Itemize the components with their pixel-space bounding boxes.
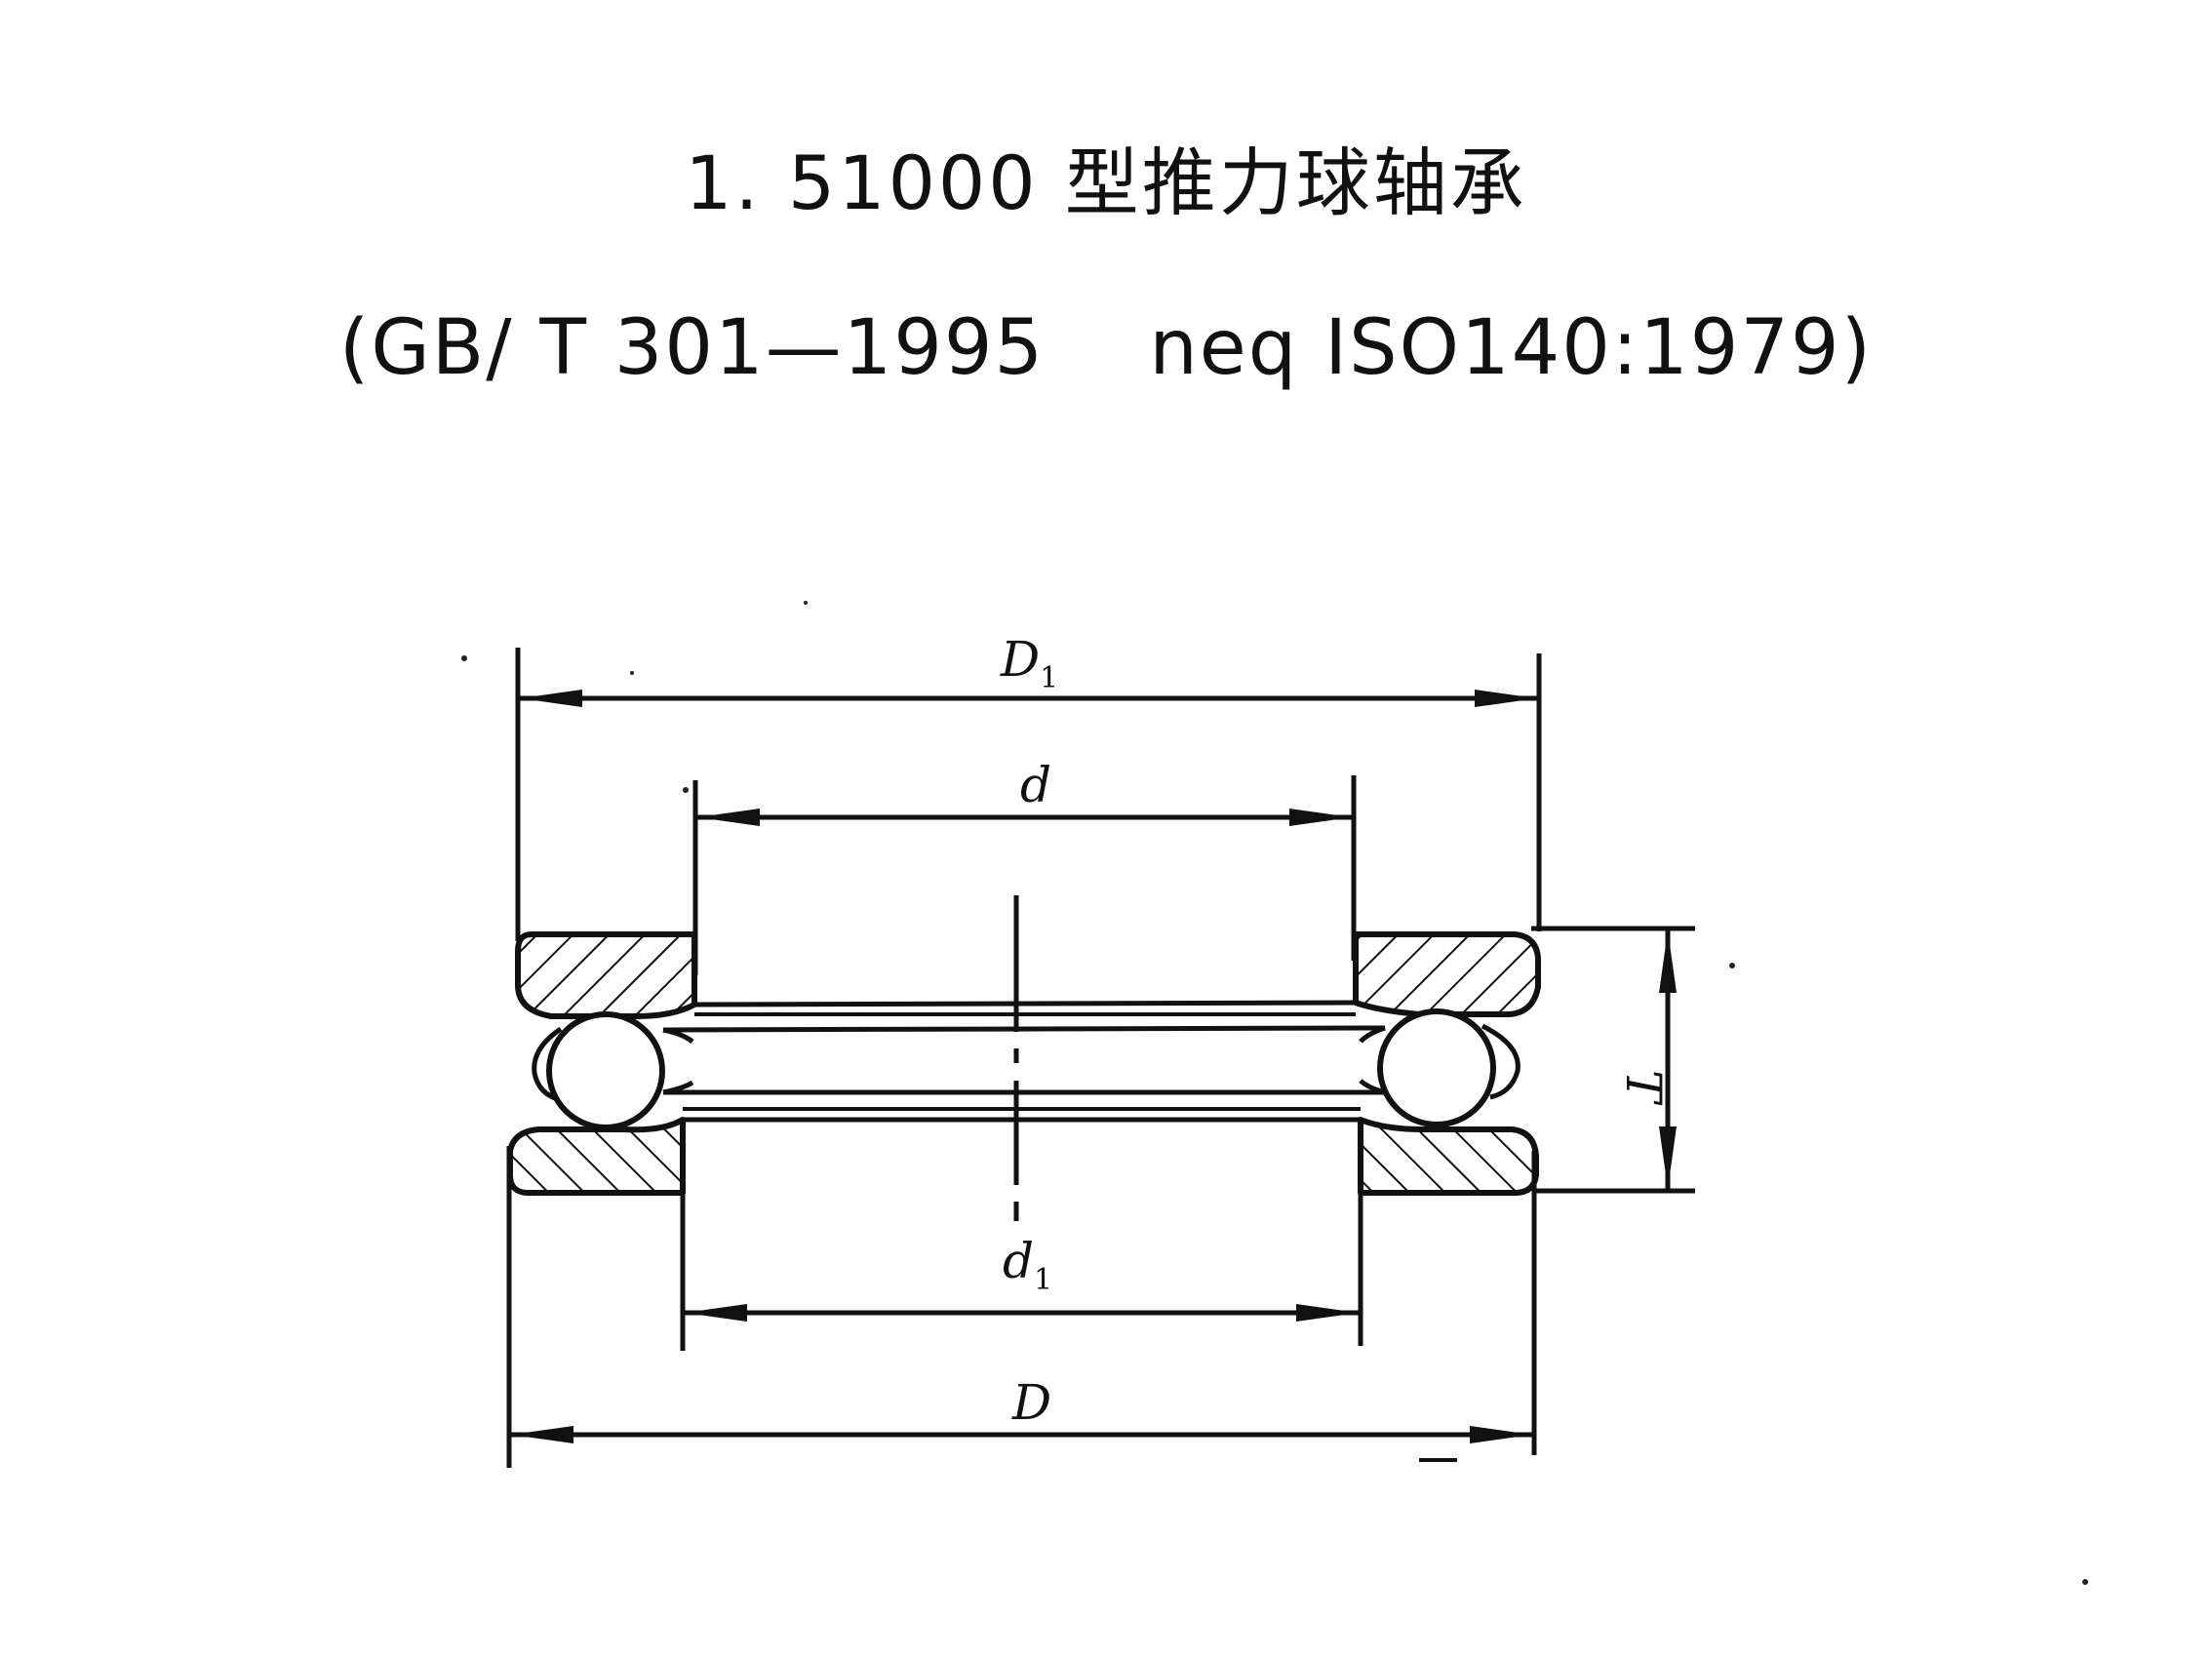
balls <box>546 1008 1496 1130</box>
housing-washer <box>507 1107 1539 1196</box>
label-outer-washer-diameter: D1 <box>1000 631 1058 695</box>
dimension-labels: D1 d d1 D T <box>1000 631 1672 1431</box>
shaft-washer-right-section <box>1353 931 1541 1017</box>
page-title: 1. 51000 型推力球轴承 <box>685 139 1527 226</box>
label-height: T <box>1615 1070 1672 1106</box>
label-bore: d <box>1020 757 1051 813</box>
title-block: 1. 51000 型推力球轴承 (GB/ T 301—1995 neq ISO1… <box>0 139 2212 392</box>
ball-left <box>546 1011 665 1130</box>
shaft-washer-left-section <box>515 931 697 1019</box>
housing-washer-right-section <box>1358 1117 1539 1196</box>
shaft-washer <box>515 931 1541 1019</box>
scan-specks <box>461 601 2088 1585</box>
label-housing-washer-bore: d1 <box>1003 1233 1052 1297</box>
housing-washer-left-section <box>507 1117 686 1196</box>
standard-reference: (GB/ T 301—1995 neq ISO140:1979) <box>338 304 1874 392</box>
ball-right <box>1377 1008 1496 1127</box>
label-outer-diameter: D <box>1011 1374 1051 1431</box>
cage <box>532 1023 1521 1103</box>
